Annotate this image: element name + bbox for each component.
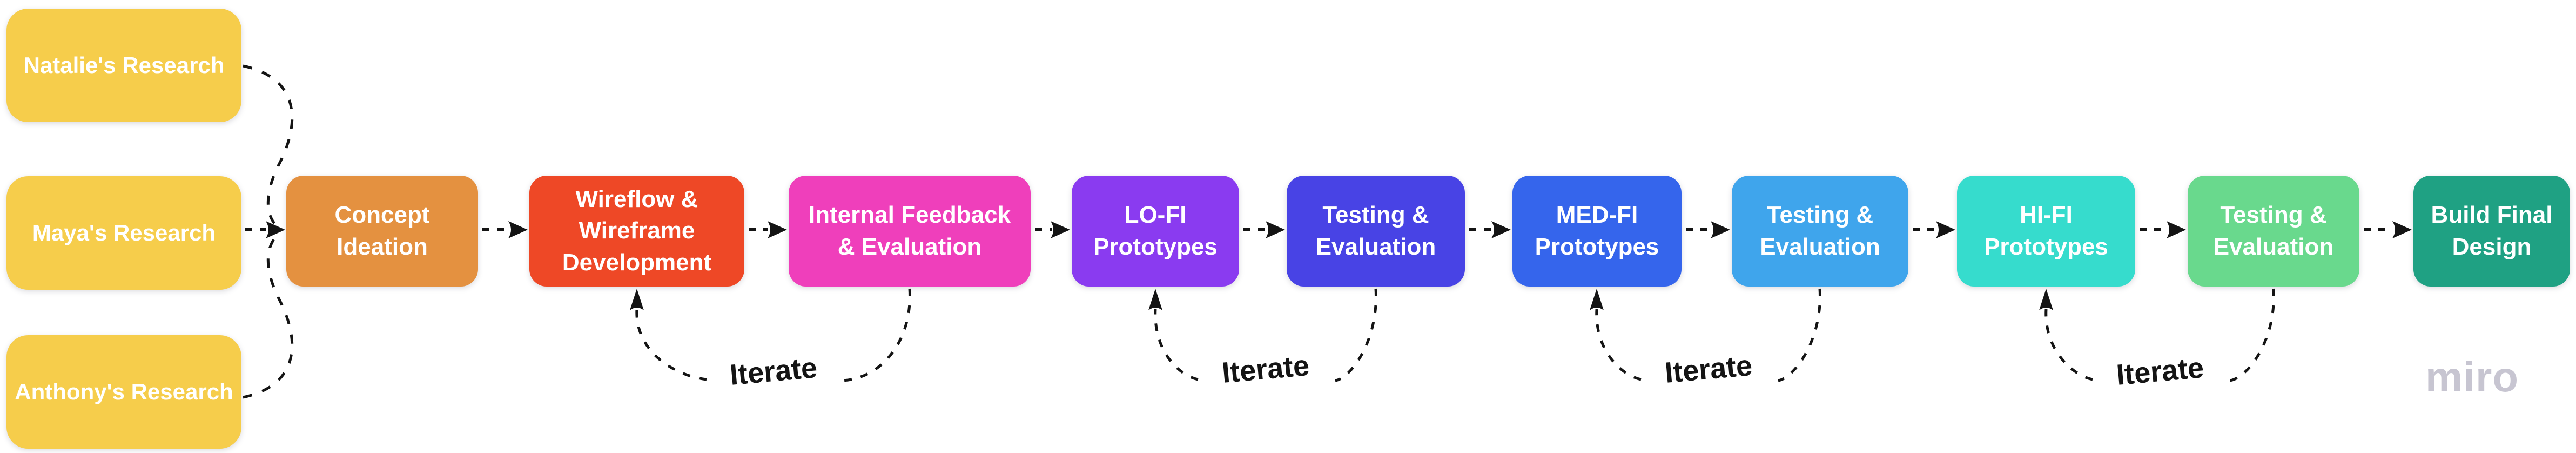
node-build-final-design[interactable]: Build Final Design	[2413, 176, 2570, 287]
connector-natalie-to-concept[interactable]	[243, 64, 294, 228]
arrowhead-loop-medfi	[1590, 289, 1604, 310]
node-testing-evaluation-2[interactable]: Testing & Evaluation	[1732, 176, 1908, 287]
node-medfi-prototypes[interactable]: MED-FI Prototypes	[1512, 176, 1682, 287]
arrowhead-into-testing1	[1266, 221, 1285, 238]
loop-testing1-to-lofi-right[interactable]	[1335, 288, 1377, 382]
arrowhead-into-build	[2392, 221, 2412, 238]
node-natalies-research[interactable]: Natalie's Research	[6, 9, 241, 122]
node-mayas-research[interactable]: Maya's Research	[6, 176, 241, 290]
loop-testing2-to-medfi-left[interactable]	[1595, 309, 1642, 381]
loop-internal-to-wireflow-left[interactable]	[635, 309, 707, 381]
arrowhead-into-medfi	[1491, 221, 1511, 238]
arrowhead-into-testing2	[1711, 221, 1730, 238]
loop-testing2-to-medfi-right[interactable]	[1778, 288, 1821, 382]
arrowhead-loop-wireflow	[630, 289, 644, 310]
node-wireflow-wireframe-development[interactable]: Wireflow & Wireframe Development	[529, 176, 744, 287]
loop-testing1-to-lofi-left[interactable]	[1154, 309, 1199, 381]
node-anthonys-research[interactable]: Anthony's Research	[6, 335, 241, 449]
node-testing-evaluation-1[interactable]: Testing & Evaluation	[1287, 176, 1465, 287]
arrowhead-into-internal	[768, 221, 787, 238]
node-testing-evaluation-3[interactable]: Testing & Evaluation	[2188, 176, 2359, 287]
connector-anthony-to-concept[interactable]	[243, 234, 294, 399]
loop-testing3-to-hifi-left[interactable]	[2044, 309, 2093, 381]
arrowhead-into-hifi	[1936, 221, 1955, 238]
loop-internal-to-wireflow-right[interactable]	[842, 288, 911, 382]
arrowhead-into-wireflow	[508, 221, 528, 238]
node-internal-feedback-evaluation[interactable]: Internal Feedback & Evaluation	[789, 176, 1031, 287]
arrowhead-into-lofi	[1051, 221, 1070, 238]
loop-testing3-to-hifi-right[interactable]	[2229, 288, 2275, 382]
arrowhead-loop-lofi	[1148, 289, 1162, 310]
node-hifi-prototypes[interactable]: HI-FI Prototypes	[1957, 176, 2135, 287]
arrowhead-loop-hifi	[2039, 289, 2053, 310]
node-concept-ideation[interactable]: Concept Ideation	[286, 176, 478, 287]
miro-logo: miro	[2425, 353, 2519, 401]
arrowhead-into-testing3	[2167, 221, 2186, 238]
arrowhead-into-concept	[266, 221, 285, 238]
node-lofi-prototypes[interactable]: LO-FI Prototypes	[1072, 176, 1239, 287]
